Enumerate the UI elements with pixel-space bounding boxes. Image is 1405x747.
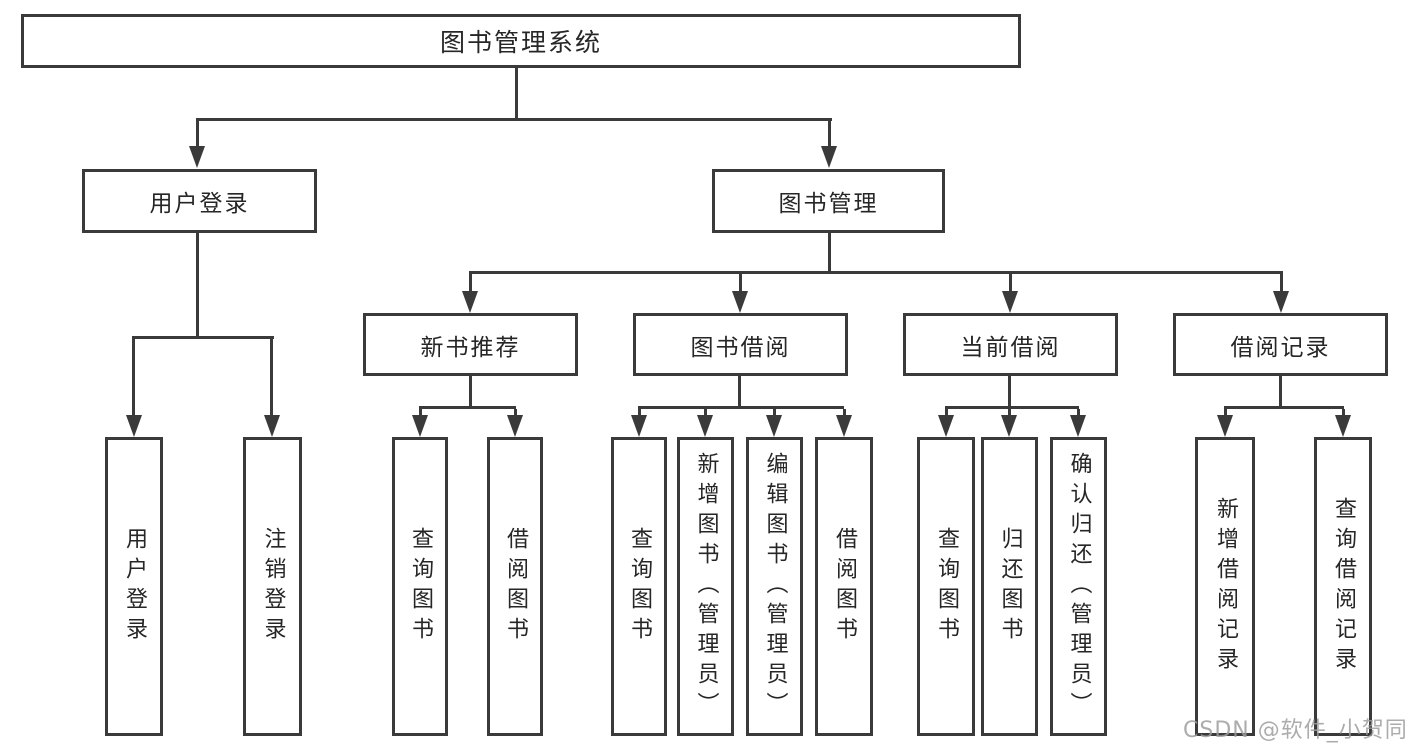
- node-label: 新书推荐: [420, 334, 521, 361]
- arrow-down-leaf: [1070, 415, 1086, 437]
- leaf-label: 新增图书（管理员）: [693, 451, 719, 722]
- leaf-label: 借阅图书: [832, 526, 857, 647]
- node-current-borrow: 当前借阅: [903, 313, 1118, 376]
- leaf-add-books-admin: 新增图书（管理员）: [677, 437, 734, 736]
- node-label: 用户登录: [149, 191, 250, 217]
- leaf-label: 新增借阅记录: [1213, 496, 1238, 677]
- connector-user-login-stem: [196, 233, 199, 339]
- node-label: 借阅记录: [1230, 334, 1331, 361]
- leaf-logout: 注销登录: [243, 437, 302, 736]
- leaf-confirm-return-admin: 确认归还（管理员）: [1050, 437, 1107, 736]
- leaf-label: 编辑图书（管理员）: [762, 451, 788, 722]
- connector-drop-leaf: [1342, 409, 1345, 417]
- arrow-down-leaf: [1217, 415, 1233, 437]
- node-library-system: 图书管理系统: [21, 14, 1021, 68]
- leaf-label: 注销登录: [260, 526, 286, 647]
- leaf-query-books-2: 查询图书: [611, 437, 667, 736]
- connector-book-borrow-hbar: [638, 406, 844, 409]
- arrow-down-book-mgmt: [821, 146, 837, 168]
- connector-current-borrow-stem: [1008, 376, 1011, 409]
- arrow-down-leaf-login: [126, 415, 142, 437]
- connector-drop-leaf-login: [132, 339, 135, 416]
- arrow-down-leaf: [697, 415, 713, 437]
- connector-drop-leaf: [638, 409, 641, 417]
- connector-drop-leaf: [1077, 409, 1080, 417]
- connector-new-books-stem: [469, 376, 472, 409]
- connector-drop-book-borrow: [739, 274, 742, 292]
- connector-borrow-records-stem: [1279, 376, 1282, 409]
- leaf-label: 查询图书: [934, 526, 959, 647]
- node-label: 当前借阅: [960, 334, 1061, 361]
- leaf-label: 确认归还（管理员）: [1066, 451, 1092, 722]
- leaf-label: 用户登录: [122, 526, 147, 647]
- connector-drop-leaf: [419, 409, 422, 417]
- connector-drop-book-mgmt: [828, 121, 831, 148]
- connector-level3-hbar: [469, 271, 1283, 274]
- leaf-edit-books-admin: 编辑图书（管理员）: [746, 437, 803, 736]
- arrow-down-leaf: [938, 415, 954, 437]
- arrow-down-leaf-logout: [264, 415, 280, 437]
- connector-drop-borrow-records: [1280, 274, 1283, 292]
- node-user-login: 用户登录: [82, 169, 317, 233]
- arrow-down-new-books: [462, 291, 478, 313]
- connector-book-borrow-stem: [738, 376, 741, 409]
- connector-drop-leaf: [843, 409, 846, 417]
- connector-drop-leaf: [1224, 409, 1227, 417]
- connector-drop-leaf: [704, 409, 707, 417]
- leaf-query-books-1: 查询图书: [392, 437, 448, 736]
- connector-current-borrow-hbar: [945, 406, 1079, 409]
- node-label: 图书管理系统: [439, 28, 602, 57]
- arrow-down-leaf: [507, 415, 523, 437]
- arrow-down-leaf: [1335, 415, 1351, 437]
- connector-root-stem: [515, 68, 518, 121]
- leaf-user-login: 用户登录: [105, 437, 163, 736]
- leaf-query-borrow-record: 查询借阅记录: [1314, 437, 1372, 736]
- arrow-down-leaf: [631, 415, 647, 437]
- connector-drop-user-login: [196, 121, 199, 148]
- arrow-down-borrow-records: [1273, 291, 1289, 313]
- leaf-query-books-3: 查询图书: [917, 437, 975, 736]
- connector-book-mgmt-stem: [828, 233, 831, 274]
- arrow-down-leaf: [766, 415, 782, 437]
- arrow-down-current-borrow: [1002, 291, 1018, 313]
- arrow-down-book-borrow: [732, 291, 748, 313]
- leaf-label: 借阅图书: [503, 526, 528, 647]
- leaf-label: 查询图书: [408, 526, 433, 647]
- connector-drop-new-books: [469, 274, 472, 292]
- node-label: 图书管理: [778, 191, 879, 217]
- leaf-add-borrow-record: 新增借阅记录: [1195, 437, 1255, 736]
- connector-new-books-hbar: [419, 406, 516, 409]
- connector-drop-leaf: [945, 409, 948, 417]
- node-book-management: 图书管理: [712, 169, 945, 233]
- connector-drop-current-borrow: [1009, 274, 1012, 292]
- connector-drop-leaf: [773, 409, 776, 417]
- arrow-down-user-login: [189, 146, 205, 168]
- connector-borrow-records-hbar: [1224, 406, 1344, 409]
- arrow-down-leaf: [412, 415, 428, 437]
- connector-drop-leaf: [1008, 409, 1011, 417]
- node-new-book-recommend: 新书推荐: [363, 313, 578, 376]
- connector-user-login-hbar: [132, 336, 274, 339]
- csdn-watermark: CSDN @软件_小贺同学: [1183, 718, 1405, 743]
- leaf-return-books: 归还图书: [981, 437, 1038, 736]
- node-label: 图书借阅: [690, 334, 791, 361]
- arrow-down-leaf: [836, 415, 852, 437]
- node-book-borrow: 图书借阅: [633, 313, 848, 376]
- connector-drop-leaf: [514, 409, 517, 417]
- leaf-label: 归还图书: [997, 526, 1023, 647]
- connector-drop-leaf-logout: [270, 339, 273, 416]
- leaf-borrow-books-2: 借阅图书: [815, 437, 873, 736]
- node-borrow-records: 借阅记录: [1173, 313, 1388, 376]
- connector-level2-hbar: [196, 118, 832, 121]
- leaf-borrow-books-1: 借阅图书: [487, 437, 543, 736]
- leaf-label: 查询图书: [627, 526, 652, 647]
- leaf-label: 查询借阅记录: [1331, 496, 1356, 677]
- arrow-down-leaf: [1001, 415, 1017, 437]
